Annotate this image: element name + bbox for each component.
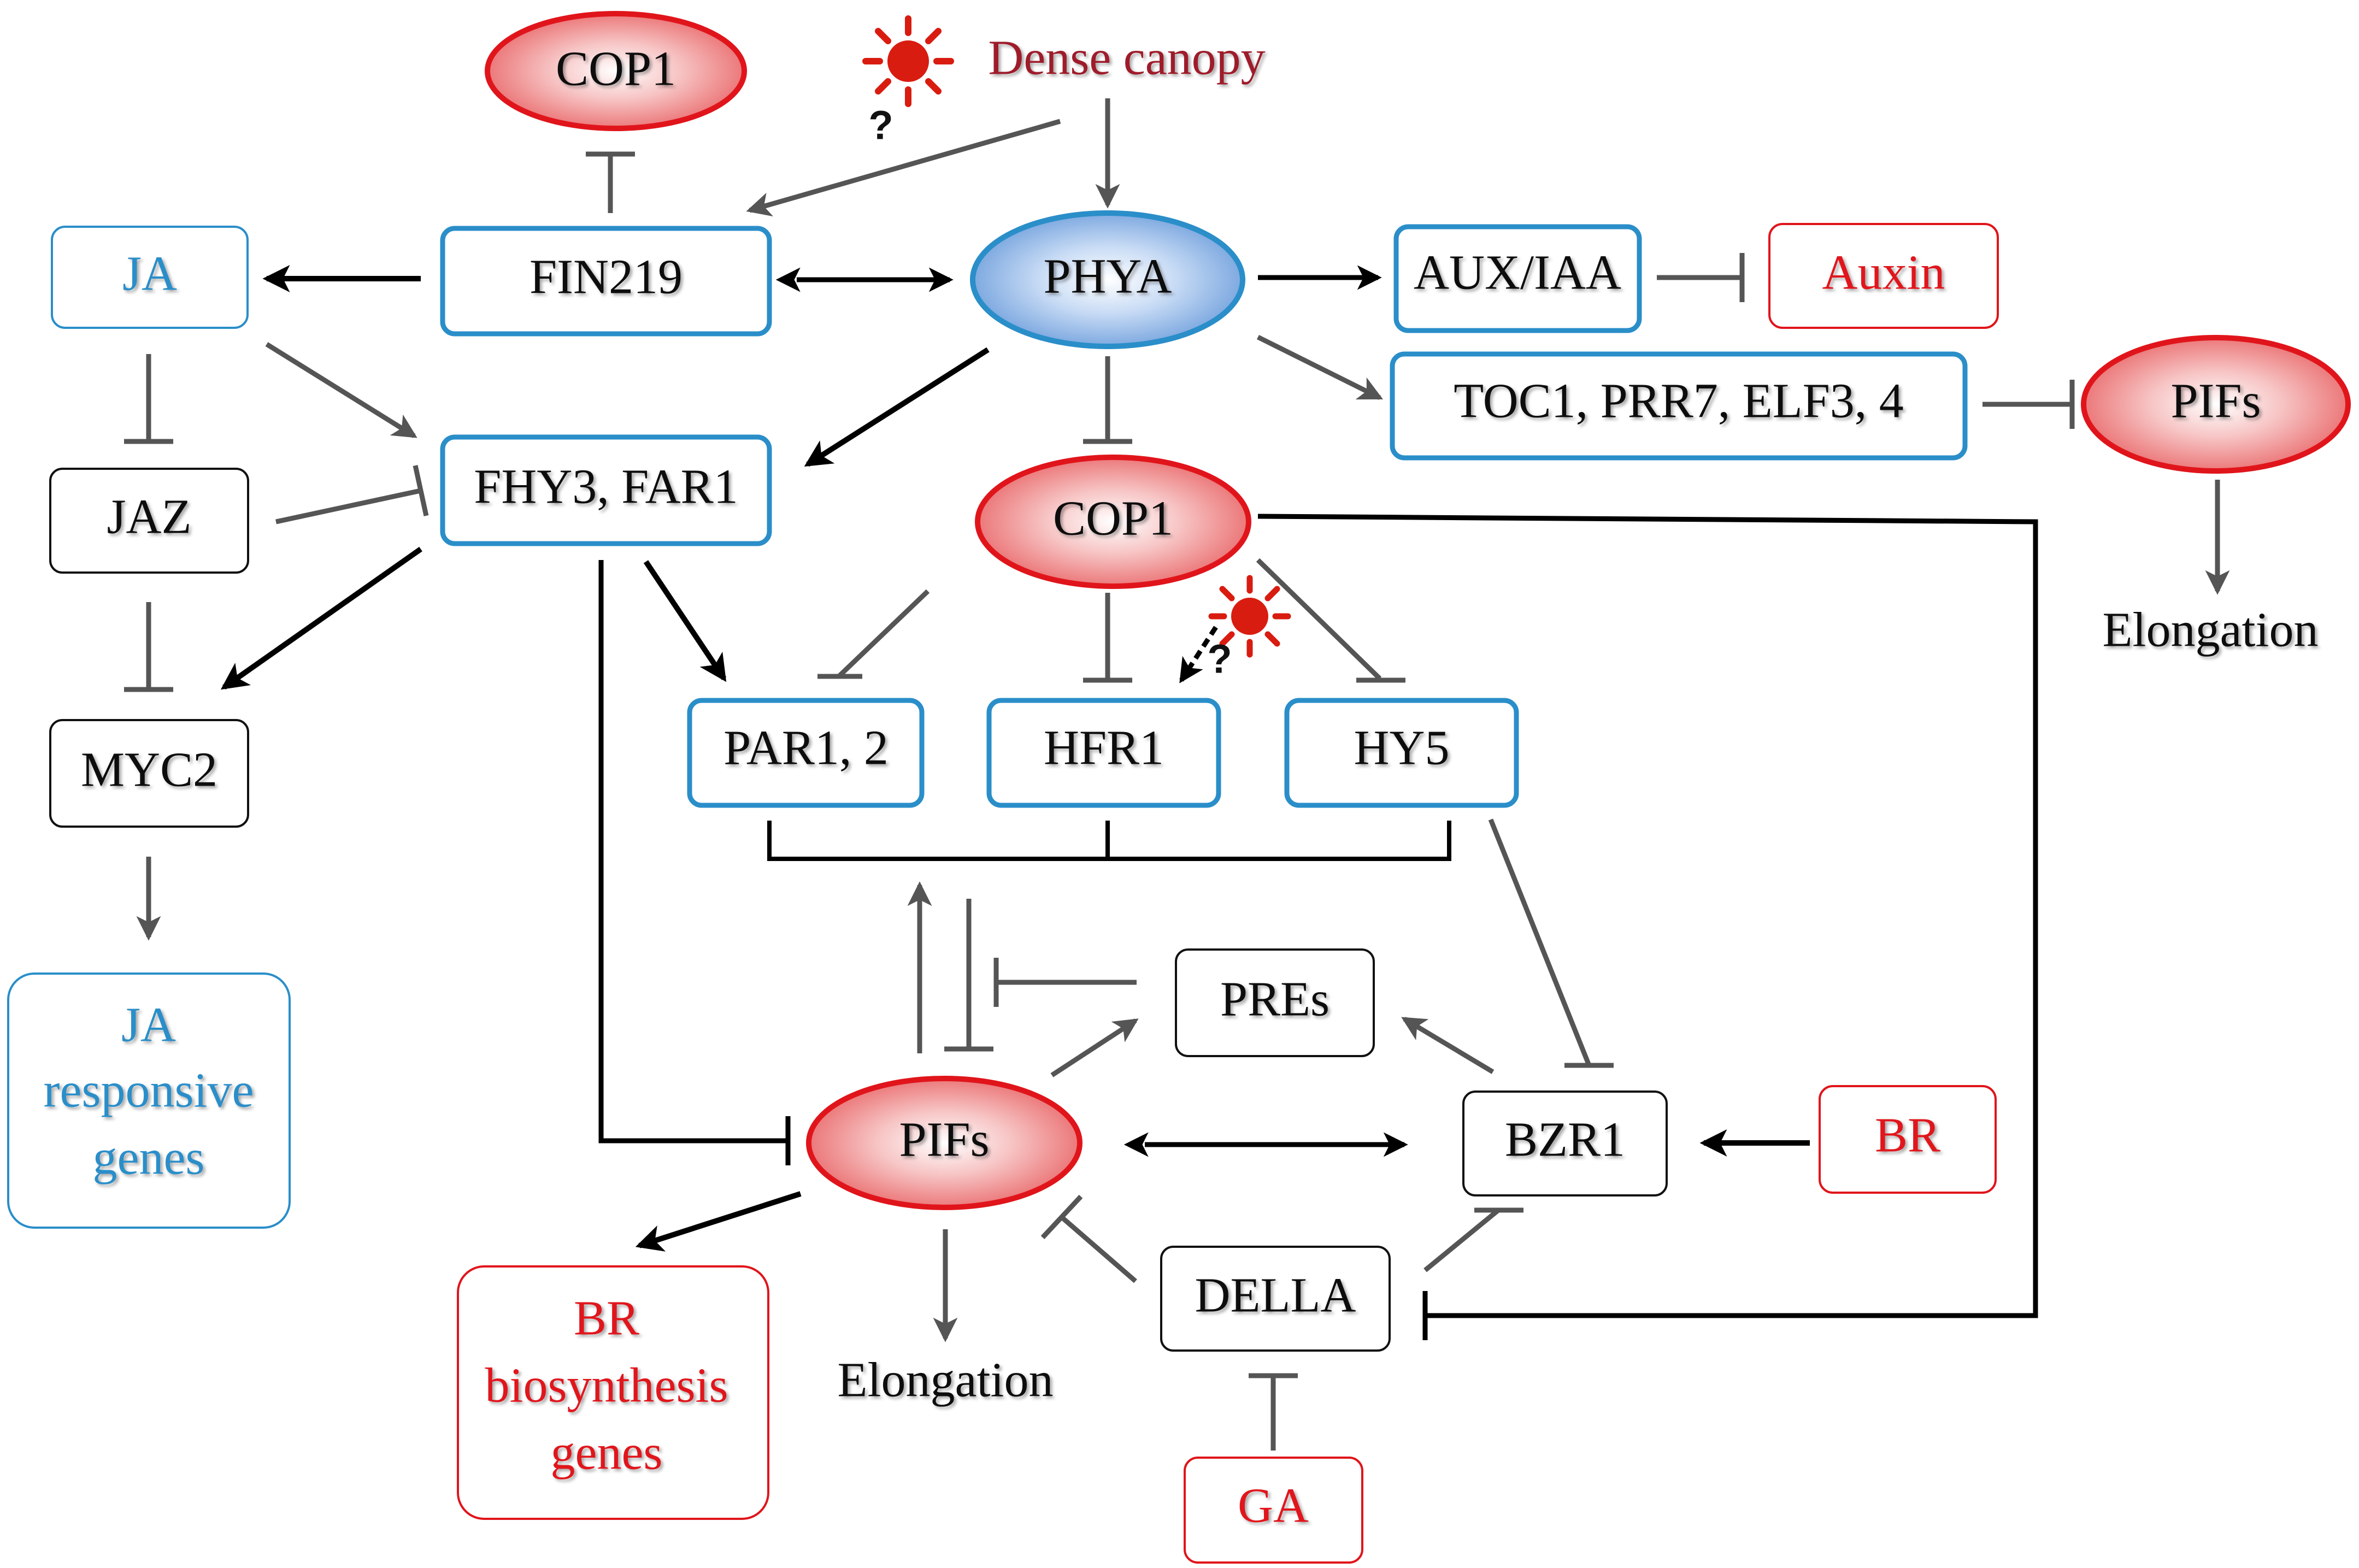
node-ja-responsive-genes: JA responsive genes bbox=[7, 972, 291, 1229]
node-phya: PHYA bbox=[970, 210, 1245, 349]
edge-phya-to-toc1 bbox=[1256, 334, 1384, 400]
ja-responsive-line-3: genes bbox=[93, 1131, 205, 1185]
node-jaz-label: JAZ bbox=[107, 490, 192, 544]
br-biosynthesis-line-1: BR bbox=[574, 1292, 639, 1346]
node-ja-label: JA bbox=[122, 247, 177, 301]
node-jaz: JAZ bbox=[49, 468, 249, 574]
edge-fhy3-to-par bbox=[643, 560, 727, 682]
edge-bzr1-to-pres bbox=[1401, 1017, 1495, 1074]
node-aux-iaa-label: AUX/IAA bbox=[1414, 246, 1621, 300]
edge-canopy-to-hfr1 bbox=[1179, 626, 1218, 683]
node-pifs-center: PIFs bbox=[806, 1076, 1083, 1210]
node-auxin: Auxin bbox=[1768, 223, 1999, 329]
edge-pres-inhibits bbox=[993, 958, 1137, 1007]
node-br: BR bbox=[1819, 1085, 1997, 1194]
node-myc2: MYC2 bbox=[49, 719, 249, 828]
br-biosynthesis-line-3: genes bbox=[551, 1426, 663, 1480]
node-pres: PREs bbox=[1175, 948, 1375, 1057]
node-auxin-label: Auxin bbox=[1822, 246, 1945, 300]
question-mark-hfr1: ? bbox=[1207, 636, 1232, 682]
node-pres-label: PREs bbox=[1220, 972, 1329, 1027]
node-phya-label: PHYA bbox=[1043, 250, 1172, 304]
edge-fin219-inhibits-cop1 bbox=[586, 151, 635, 213]
node-hfr1-label: HFR1 bbox=[1044, 721, 1164, 775]
edge-toc1-inhibits-pifs bbox=[1982, 380, 2075, 429]
edge-fhy3-inhibits-pifs bbox=[598, 560, 791, 1165]
edge-fhy3-to-myc2 bbox=[220, 546, 422, 690]
edge-della-inhibits-pifs bbox=[1040, 1194, 1137, 1283]
node-cop1-top: COP1 bbox=[485, 11, 747, 131]
edge-canopy-to-fin219 bbox=[746, 119, 1061, 217]
node-della-label: DELLA bbox=[1195, 1269, 1356, 1323]
node-br-label: BR bbox=[1875, 1109, 1940, 1163]
node-ga: GA bbox=[1184, 1457, 1363, 1564]
edge-cop1-inhibits-hfr1 bbox=[1083, 593, 1132, 683]
ja-responsive-line-2: responsive bbox=[44, 1064, 254, 1118]
node-pifs-right-label: PIFs bbox=[2170, 374, 2261, 428]
node-hfr1: HFR1 bbox=[986, 698, 1221, 808]
edge-bracket-inhibits-pifs bbox=[944, 899, 993, 1052]
edge-cop1-inhibits-hy5 bbox=[1256, 558, 1405, 683]
edge-ja-inhibits-jaz bbox=[124, 354, 173, 444]
node-cop1-mid: COP1 bbox=[975, 455, 1251, 589]
node-bzr1-label: BZR1 bbox=[1505, 1113, 1625, 1167]
node-br-biosynthesis-genes: BR biosynthesis genes bbox=[457, 1265, 769, 1520]
node-par12-label: PAR1, 2 bbox=[723, 721, 889, 775]
edge-ga-inhibits-della bbox=[1249, 1373, 1298, 1451]
ja-responsive-line-1: JA bbox=[121, 998, 176, 1052]
node-fhy3-far1-label: FHY3, FAR1 bbox=[474, 460, 738, 514]
edge-phya-inhibits-cop1 bbox=[1083, 356, 1132, 444]
node-della: DELLA bbox=[1160, 1246, 1391, 1352]
edge-ja-to-fhy3 bbox=[265, 342, 417, 438]
question-mark-fin219: ? bbox=[868, 103, 893, 148]
node-toc1-label: TOC1, PRR7, ELF3, 4 bbox=[1454, 374, 1904, 428]
edge-cop1-inhibits-par bbox=[817, 589, 930, 679]
edge-jaz-inhibits-fhy3 bbox=[275, 465, 429, 524]
node-ja: JA bbox=[51, 226, 249, 329]
node-bzr1: BZR1 bbox=[1462, 1090, 1668, 1196]
node-cop1-top-label: COP1 bbox=[556, 42, 676, 96]
sun-icon bbox=[1208, 575, 1291, 658]
node-toc1: TOC1, PRR7, ELF3, 4 bbox=[1390, 351, 1968, 461]
node-fhy3-far1: FHY3, FAR1 bbox=[440, 434, 772, 546]
edge-cop1-inhibits-della bbox=[1257, 514, 2038, 1340]
sun-icon bbox=[862, 15, 954, 107]
edge-auxiaa-inhibits-auxin bbox=[1657, 253, 1745, 302]
edge-pifs-to-pres bbox=[1050, 1018, 1139, 1077]
node-fin219-label: FIN219 bbox=[530, 250, 683, 304]
elongation-right-label: Elongation bbox=[2103, 603, 2319, 657]
edge-hy5-inhibits-bzr1 bbox=[1488, 818, 1614, 1068]
edge-jaz-inhibits-myc2 bbox=[124, 602, 173, 692]
edges bbox=[124, 98, 2230, 1451]
node-myc2-label: MYC2 bbox=[81, 743, 217, 797]
node-hy5-label: HY5 bbox=[1354, 721, 1450, 775]
node-pifs-right: PIFs bbox=[2081, 335, 2351, 474]
node-cop1-mid-label: COP1 bbox=[1053, 492, 1173, 546]
node-hy5: HY5 bbox=[1284, 698, 1519, 808]
elongation-center-label: Elongation bbox=[838, 1353, 1054, 1407]
br-biosynthesis-line-2: biosynthesis bbox=[485, 1359, 728, 1413]
node-aux-iaa: AUX/IAA bbox=[1393, 224, 1642, 333]
node-fin219: FIN219 bbox=[440, 226, 772, 337]
node-par12: PAR1, 2 bbox=[687, 698, 925, 808]
edge-phya-to-fhy3 bbox=[804, 347, 990, 467]
node-pifs-center-label: PIFs bbox=[899, 1113, 989, 1167]
edge-bracket-par-hfr1-hy5 bbox=[767, 821, 1451, 861]
edge-pifs-to-br-genes bbox=[635, 1191, 802, 1252]
node-ga-label: GA bbox=[1238, 1479, 1309, 1533]
edge-della-inhibits-bzr1 bbox=[1423, 1207, 1523, 1272]
dense-canopy-label: Dense canopy bbox=[988, 31, 1265, 85]
